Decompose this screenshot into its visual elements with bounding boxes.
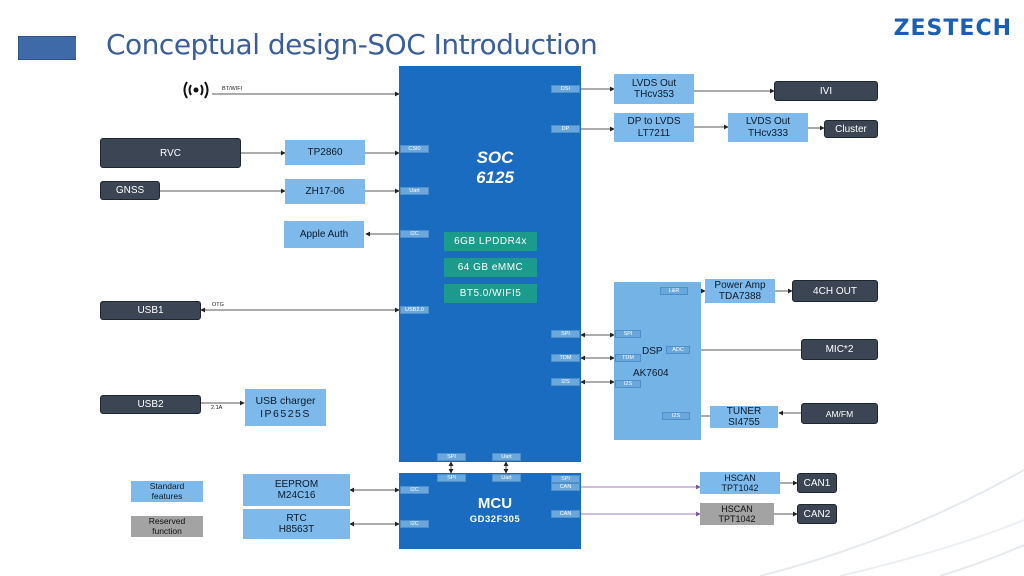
tuner-block: TUNER SI4755: [710, 406, 778, 428]
dsp-part-number: AK7604: [633, 368, 669, 379]
lvds-out-2-label: LVDS Out: [745, 116, 791, 127]
lvds-out-thcv333-block: LVDS Out THcv333: [728, 113, 808, 142]
otg-line-label: OTG: [212, 302, 224, 308]
usb2-port: USB2: [100, 395, 201, 414]
rtc-block: RTC H8563T: [243, 509, 350, 539]
wireless-module: BT5.0/WIFI5: [444, 284, 537, 303]
mcu-pin-i2c-2: I2C: [400, 520, 429, 528]
hscan2-label: HSCAN: [721, 503, 753, 514]
soc-pin-spi-bottom: SPI: [437, 453, 466, 461]
soc-pin-usb20: USB2.0: [400, 306, 429, 314]
eeprom-block: EEPROM M24C16: [243, 474, 350, 506]
dsp-pin-i2s: I2S: [615, 380, 641, 388]
hscan1-label: HSCAN: [724, 472, 756, 483]
tuner-part: SI4755: [728, 417, 760, 428]
hscan1-block: HSCAN TPT1042: [700, 472, 780, 494]
mcu-pin-can-1: CAN: [551, 483, 580, 491]
lvds-out-label: LVDS Out: [631, 77, 677, 89]
dsp-title: DSP: [642, 346, 663, 357]
lvds-out-2-part: THcv333: [747, 127, 788, 139]
power-amp-part: TDA7388: [718, 291, 762, 302]
hscan1-part: TPT1042: [721, 483, 759, 493]
btwifi-line-label: BT/WIFI: [222, 86, 243, 92]
mcu-pin-uart-top: Uart: [492, 474, 521, 482]
mcu-part-number: GD32F305: [469, 514, 521, 525]
memory-lpddr: 6GB LPDDR4x: [444, 232, 537, 251]
soc-pin-i2c: I2C: [400, 230, 429, 238]
charge-current-label: 2.1A: [211, 405, 223, 411]
mcu-pin-spi: SPI: [551, 475, 580, 483]
soc-pin-i2s: I2S: [551, 378, 580, 386]
legend-standard-line1: Standard: [149, 480, 185, 491]
memory-emmc: 64 GB eMMC: [444, 258, 537, 277]
mcu-title: MCU: [477, 495, 513, 512]
tuner-label: TUNER: [726, 405, 762, 417]
header-accent-gap: [76, 36, 84, 60]
ivi-display-block: IVI: [774, 81, 878, 101]
lvds-out-thcv353-block: LVDS Out THcv353: [614, 74, 694, 104]
legend-standard-line2: features: [151, 490, 183, 501]
power-amp-block: Power Amp TDA7388: [705, 279, 775, 303]
eeprom-part: M24C16: [277, 490, 316, 501]
apple-auth-block: Apple Auth: [284, 221, 364, 248]
dsp-pin-i2s-2: I2S: [662, 412, 690, 420]
power-amp-label: Power Amp: [714, 279, 766, 291]
mic-block: MIC*2: [801, 339, 878, 360]
hscan2-part: TPT1042: [718, 514, 756, 524]
page-title: Conceptual design-SOC Introduction: [106, 28, 598, 61]
legend-standard-features: Standard features: [131, 481, 203, 502]
dsp-pin-spi: SPI: [615, 330, 641, 338]
soc-pin-dsi: DSI: [551, 85, 580, 93]
rtc-part: H8563T: [278, 524, 315, 535]
dsp-pin-adc: ADC: [666, 346, 690, 354]
usb-charger-block: USB charger IP6525S: [245, 389, 326, 426]
header-accent-bar: [18, 36, 84, 60]
hscan2-block: HSCAN TPT1042: [700, 503, 774, 525]
rtc-label: RTC: [286, 512, 307, 524]
soc-pin-uart-bottom: Uart: [492, 453, 521, 461]
dsp-pin-tdm: TDM: [615, 354, 641, 362]
lvds-out-part: THcv353: [633, 89, 674, 100]
usb1-port: USB1: [100, 301, 201, 320]
mcu-pin-can-2: CAN: [551, 510, 580, 518]
legend-reserved-line1: Reserved: [148, 515, 186, 526]
soc-pin-spi: SPI: [551, 330, 580, 338]
tp2860-block: TP2860: [285, 140, 365, 165]
can1-bus-block: CAN1: [797, 473, 837, 493]
usb-charger-label: USB charger: [255, 395, 316, 408]
soc-title-line1: SOC: [476, 148, 514, 167]
cluster-display-block: Cluster: [824, 120, 878, 138]
mcu-pin-i2c-1: I2C: [400, 486, 429, 494]
soc-pin-csi0: CSI0: [400, 145, 429, 153]
mcu-block: [399, 473, 581, 549]
am-fm-antenna-block: AM/FM: [801, 403, 878, 424]
gnss-block: GNSS: [100, 181, 160, 200]
dp-to-lvds-block: DP to LVDS LT7211: [614, 113, 694, 142]
soc-title: SOC 6125: [440, 148, 550, 187]
legend-reserved-function: Reserved function: [131, 516, 203, 537]
can2-bus-block: CAN2: [797, 504, 837, 524]
dp-to-lvds-part: LT7211: [637, 127, 671, 139]
soc-pin-tdm: TDM: [551, 354, 580, 362]
rvc-camera-block: RVC: [100, 138, 241, 168]
mcu-pin-spi-top: SPI: [437, 474, 466, 482]
wireless-signal-icon: [183, 81, 209, 99]
company-logo: ZESTECH: [893, 16, 1012, 41]
soc-title-line2: 6125: [476, 167, 514, 187]
usb-charger-part: IP6525S: [260, 407, 311, 420]
zh17-06-block: ZH17-06: [285, 179, 365, 204]
legend-reserved-line2: function: [152, 525, 182, 536]
dsp-pin-lr: L&R: [660, 287, 688, 295]
eeprom-label: EEPROM: [274, 478, 319, 490]
dp-to-lvds-label: DP to LVDS: [627, 116, 681, 127]
4ch-out-block: 4CH OUT: [792, 280, 878, 302]
soc-pin-dp: DP: [551, 125, 580, 133]
soc-pin-uart: Uart: [400, 187, 429, 195]
